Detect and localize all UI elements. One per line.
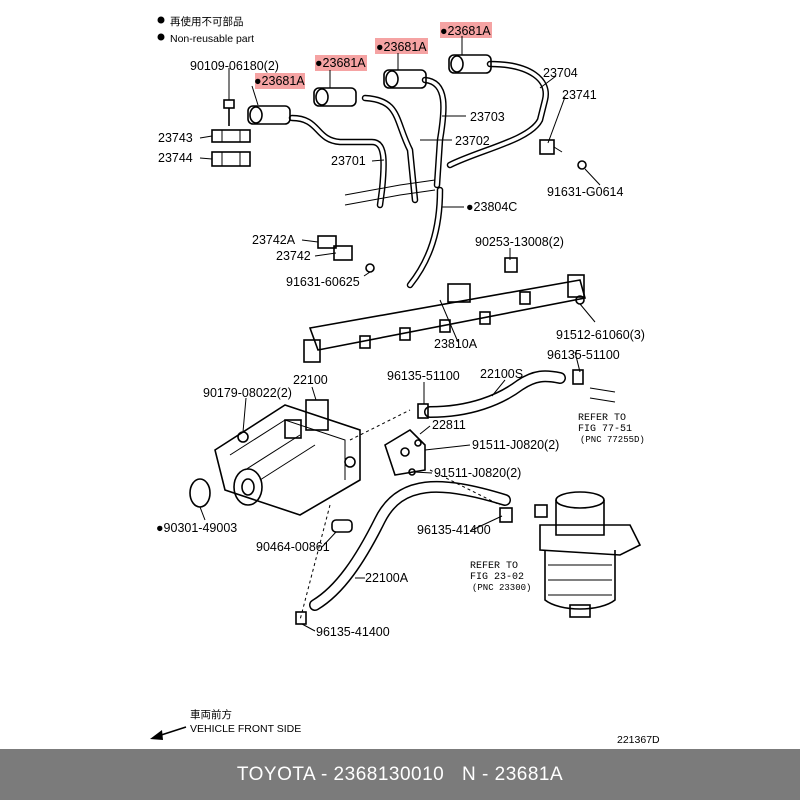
label-23681a-2: ●23681A xyxy=(315,56,366,70)
parts-diagram: 再使用不可部品 再使用不可部品 Non-reusable part xyxy=(150,15,660,746)
label-23704: 23704 xyxy=(543,66,578,80)
highlight-box-2 xyxy=(315,55,367,71)
label-23701: 23701 xyxy=(331,154,366,168)
highlight-box-3 xyxy=(375,38,428,54)
highlight-box-4 xyxy=(440,22,492,38)
hose-22100a xyxy=(295,480,513,625)
hose-22100s xyxy=(417,369,616,419)
label-96135-41400-a: 96135-41400 xyxy=(417,523,491,537)
label-22811: 22811 xyxy=(432,418,466,432)
direction-en: VEHICLE FRONT SIDE xyxy=(190,723,301,735)
label-90301: ●90301-49003 xyxy=(156,521,237,535)
label-96135-top: 96135-51100 xyxy=(547,348,620,362)
footer-part: N - 23681A xyxy=(462,764,564,785)
common-rail-23810a xyxy=(303,257,587,363)
leader-lines xyxy=(199,36,601,632)
label-91512: 91512-61060(3) xyxy=(556,328,645,342)
legend-bullet-1 xyxy=(157,16,165,24)
label-23741: 23741 xyxy=(562,88,597,102)
ref1-line3: (PNC 77255D) xyxy=(580,435,645,445)
label-22100s: 22100S xyxy=(480,367,523,381)
label-90179: 90179-08022(2) xyxy=(203,386,292,400)
highlight-box-1 xyxy=(255,73,305,89)
bolt-90109 xyxy=(223,99,235,126)
label-23681a-1: ●23681A xyxy=(254,74,305,88)
clamp-23741 xyxy=(539,139,587,170)
bracket-22811 xyxy=(384,428,426,476)
label-23742a: 23742A xyxy=(252,233,296,247)
label-23703: 23703 xyxy=(470,110,505,124)
clamp-90464 xyxy=(331,519,353,533)
injection-pipes xyxy=(288,60,549,289)
ref2-line3: (PNC 23300) xyxy=(472,583,531,593)
label-90109: 90109-06180(2) xyxy=(190,59,279,73)
label-91631-g0614: 91631-G0614 xyxy=(547,185,624,199)
ref1-line2: FIG 77-51 xyxy=(578,424,632,435)
direction-jp: 車両前方 xyxy=(190,708,232,721)
label-23743: 23743 xyxy=(158,131,193,145)
label-90253: 90253-13008(2) xyxy=(475,235,564,249)
fuel-filter xyxy=(534,491,642,618)
label-90464: 90464-00861 xyxy=(256,540,330,554)
label-23804c: ●23804C xyxy=(466,200,517,214)
ref1-line1: REFER TO xyxy=(578,413,626,424)
label-91511-1: 91511-J0820(2) xyxy=(472,438,559,452)
label-23681a-4: ●23681A xyxy=(440,24,491,38)
diagram-code: 221367D xyxy=(617,734,660,746)
legend-jp-text: 再使用不可部品 xyxy=(170,15,244,28)
footer-brand: TOYOTA - 2368130010 xyxy=(236,764,445,785)
ref2-line1: REFER TO xyxy=(470,561,518,572)
label-23702: 23702 xyxy=(455,134,490,148)
ref2-line2: FIG 23-02 xyxy=(470,572,524,583)
nozzle-holders xyxy=(247,54,492,125)
dashed-leaders xyxy=(299,409,501,621)
clamp-23744 xyxy=(211,151,251,167)
clamp-23743 xyxy=(211,129,251,143)
label-23744: 23744 xyxy=(158,151,193,165)
legend-bullet-2 xyxy=(157,33,165,41)
footer-bar xyxy=(0,749,800,800)
label-91511-2: 91511-J0820(2) xyxy=(434,466,521,480)
label-22100: 22100 xyxy=(293,373,328,387)
label-22100a: 22100A xyxy=(365,571,409,585)
footer-text: TOYOTA - 2368130010 N - 23681A xyxy=(0,749,800,800)
label-96135-mid: 96135-51100 xyxy=(387,369,460,383)
label-96135-41400-b: 96135-41400 xyxy=(316,625,390,639)
label-23810a: 23810A xyxy=(434,337,478,351)
arrow-left-icon xyxy=(150,726,187,740)
legend-en: Non-reusable part xyxy=(170,33,254,45)
label-23681a-3: ●23681A xyxy=(376,40,427,54)
label-91631-60625: 91631-60625 xyxy=(286,275,360,289)
fuel-pump-22100 xyxy=(189,399,361,516)
label-23742: 23742 xyxy=(276,249,311,263)
